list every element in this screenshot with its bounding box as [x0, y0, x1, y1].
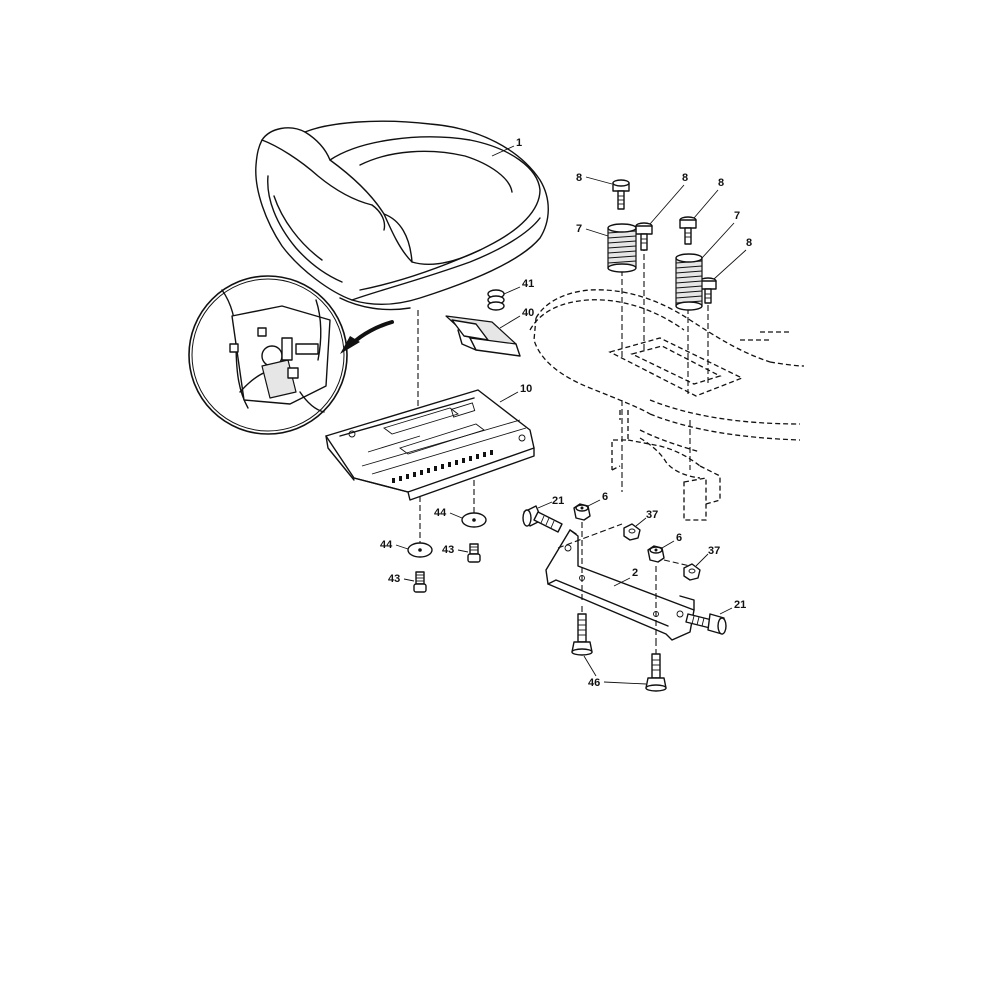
nut-6-b	[647, 545, 665, 563]
screw-43-right	[467, 543, 481, 563]
label-bracket: 2	[632, 567, 638, 579]
spacer	[487, 289, 505, 311]
washer-44-left	[407, 542, 433, 558]
bracket	[545, 529, 695, 641]
label-bolt-46: 46	[588, 677, 600, 689]
label-bolt-8-a: 8	[576, 172, 582, 184]
washer-37-b	[683, 563, 701, 581]
screw-43-left	[413, 571, 427, 593]
label-bolt-8-d: 8	[746, 237, 752, 249]
bolt-8-a	[612, 179, 630, 210]
detail-view	[188, 275, 348, 435]
label-washer-44-a: 44	[434, 507, 447, 519]
label-washer-37-b: 37	[708, 545, 720, 557]
bolt-21-right	[685, 613, 727, 635]
bolt-46-left	[571, 613, 593, 656]
washer-44-right	[461, 512, 487, 528]
label-nut-6-b: 6	[676, 532, 682, 544]
bolt-8-b	[635, 222, 653, 251]
washer-37-a	[623, 523, 641, 541]
spring-7-right	[675, 253, 703, 311]
label-screw-43-b: 43	[388, 573, 400, 585]
label-plate: 10	[520, 383, 532, 395]
bolt-21-left	[522, 505, 563, 533]
label-bolt-8-b: 8	[682, 172, 688, 184]
label-bolt-21-b: 21	[734, 599, 746, 611]
bolt-8-c	[679, 216, 697, 245]
label-spacer: 41	[522, 278, 534, 290]
label-washer-37-a: 37	[646, 509, 658, 521]
label-spring-7-a: 7	[576, 223, 582, 235]
bolt-8-d	[699, 277, 717, 304]
label-spring-7-b: 7	[734, 210, 740, 222]
seat-plate	[325, 389, 535, 501]
label-bolt-21-a: 21	[552, 495, 564, 507]
seat-switch	[445, 315, 521, 357]
label-screw-43-a: 43	[442, 544, 454, 556]
label-switch: 40	[522, 307, 534, 319]
arrow-icon	[340, 320, 394, 354]
spring-7-left	[607, 223, 637, 273]
seat	[255, 120, 549, 311]
label-bolt-8-c: 8	[718, 177, 724, 189]
label-seat: 1	[516, 137, 522, 149]
label-washer-44-b: 44	[380, 539, 393, 551]
tractor-frame	[529, 289, 805, 521]
nut-6-a	[573, 503, 591, 521]
label-nut-6-a: 6	[602, 491, 608, 503]
bolt-46-right	[645, 653, 667, 692]
